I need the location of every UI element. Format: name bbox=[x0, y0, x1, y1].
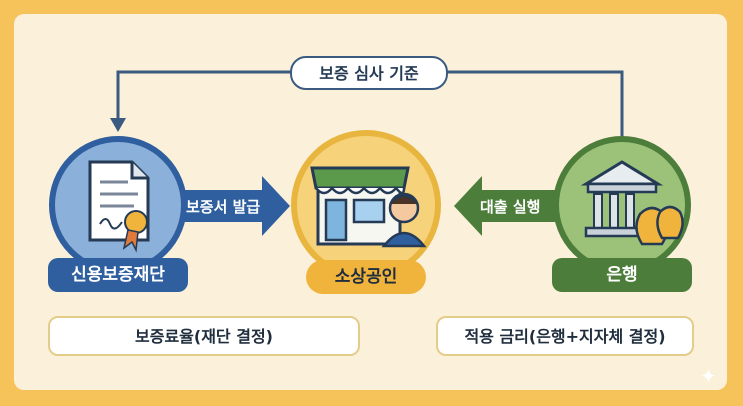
rate-note: 적용 금리(은행+지자체 결정) bbox=[436, 316, 694, 356]
loan-arrow-label: 대출 실행 bbox=[480, 198, 541, 216]
certificate-icon bbox=[88, 160, 150, 253]
loan-arrow bbox=[454, 176, 562, 236]
bank-circle bbox=[553, 136, 691, 274]
bank-icon bbox=[580, 160, 684, 246]
guarantee-arrow bbox=[180, 176, 290, 236]
bank-label: 은행 bbox=[552, 258, 692, 292]
fee-note: 보증료율(재단 결정) bbox=[48, 316, 360, 356]
criteria-loop-arrowhead bbox=[110, 118, 126, 132]
shop-owner-icon bbox=[310, 166, 427, 248]
sparkle-icon: ✦ bbox=[700, 364, 717, 388]
merchant-label: 소상공인 bbox=[306, 260, 426, 294]
guarantee-arrow-label: 보증서 발급 bbox=[186, 198, 261, 216]
foundation-label: 신용보증재단 bbox=[48, 258, 188, 292]
criteria-label: 보증 심사 기준 bbox=[290, 56, 448, 90]
